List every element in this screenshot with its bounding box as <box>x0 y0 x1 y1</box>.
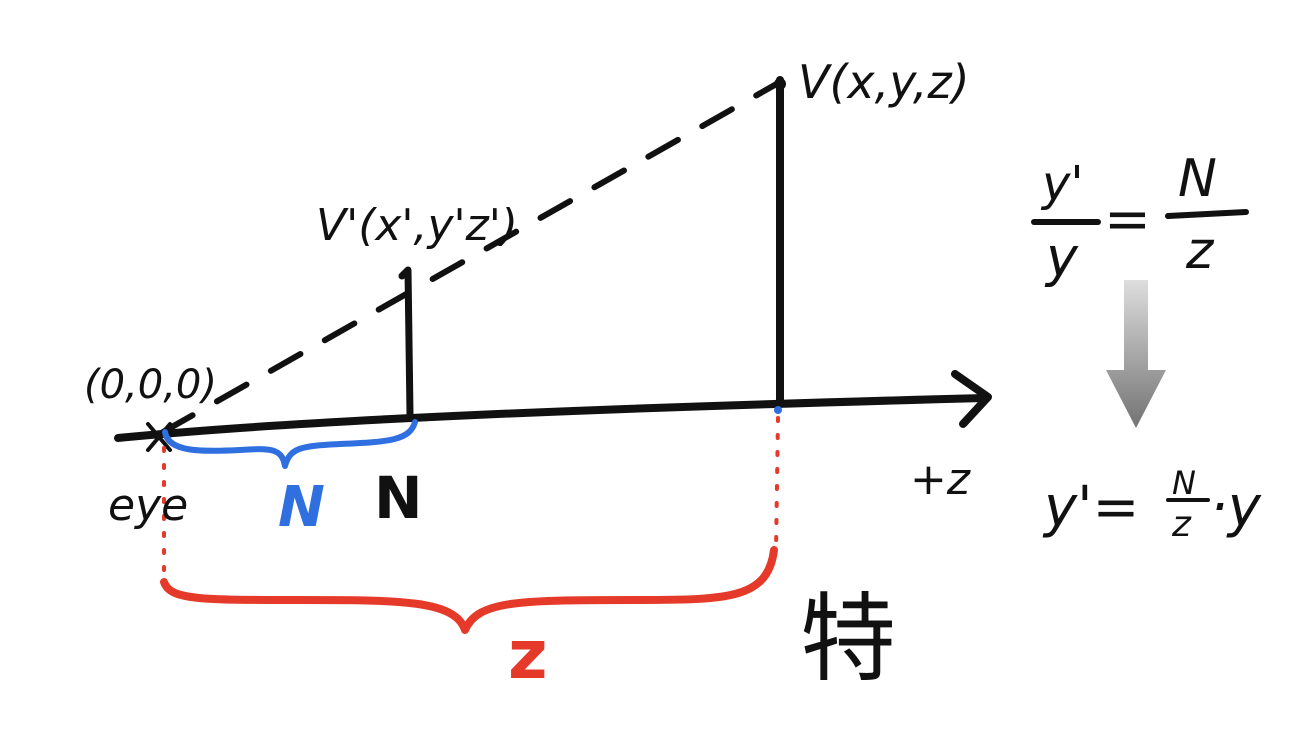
z-axis-label: +z <box>910 454 971 505</box>
n-black-label: N <box>374 464 423 532</box>
formula-bottom-den: z <box>1171 504 1192 545</box>
formula-top-left-den: y <box>1044 226 1079 289</box>
formula-top-eq: = <box>1104 187 1151 252</box>
origin-cross-mark <box>146 422 172 452</box>
formula-bottom-tail: ·y <box>1210 475 1262 540</box>
formula-top-left-num: y' <box>1040 156 1084 212</box>
formula-top-right-den: z <box>1185 221 1215 281</box>
v-red-dotted-line <box>774 416 780 552</box>
formula-bottom-num: N <box>1172 464 1196 502</box>
n-blue-label: N <box>278 475 325 540</box>
formula-top-right-bar <box>1165 209 1249 219</box>
formula-bottom-lhs: y'= <box>1042 475 1139 540</box>
point-v-label: V(x,y,z) <box>798 55 970 109</box>
formula-down-arrow-icon <box>1106 280 1166 428</box>
z-axis-line <box>114 394 989 442</box>
z-axis-arrowhead <box>951 370 992 428</box>
projection-ray-dashed <box>160 79 783 435</box>
eye-label: eye <box>108 480 188 531</box>
point-v-prime-label: V'(x',y'z') <box>316 200 518 251</box>
v-point <box>774 78 786 90</box>
handwritten-note-char: 特 <box>800 583 896 695</box>
z-axis-blue-tick <box>774 406 782 414</box>
origin-label: (0,0,0) <box>84 362 217 408</box>
z-red-brace <box>160 546 778 634</box>
formula-top-right-num: N <box>1178 149 1217 209</box>
n-blue-brace <box>162 419 418 469</box>
v-prime-vertical-line <box>398 266 414 418</box>
z-red-label: z <box>508 616 548 695</box>
